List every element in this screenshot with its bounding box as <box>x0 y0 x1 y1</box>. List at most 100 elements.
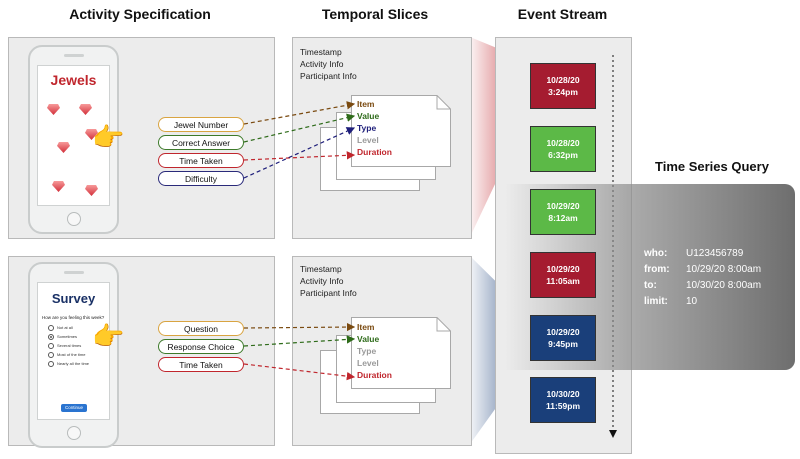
phone-home-button <box>66 212 81 226</box>
slice-field-item: Item <box>357 99 375 109</box>
survey-slice-fields: Item Value Type Level Duration <box>357 321 392 381</box>
event-date: 10/29/20 <box>546 201 580 211</box>
survey-option-label: Sometimes <box>57 334 78 340</box>
survey-option-label: Most of the time <box>57 352 86 358</box>
slice-meta-activity-info: Activity Info <box>300 59 344 69</box>
arrow-question-to-item <box>243 322 356 332</box>
slice-field-duration: Duration <box>357 370 392 380</box>
event-box[interactable]: 10/29/20 9:45pm <box>530 315 596 361</box>
event-time: 8:12am <box>548 213 578 223</box>
survey-option[interactable]: Not at all <box>48 325 73 331</box>
phone-speaker <box>63 271 84 274</box>
slice-meta-participant-info: Participant Info <box>300 71 357 81</box>
jewels-screen: Jewels <box>37 65 110 206</box>
radio-icon <box>48 325 54 331</box>
phone-speaker <box>63 54 84 57</box>
field-question: Question <box>158 321 244 336</box>
slice-field-type: Type <box>357 123 377 133</box>
header-event-stream: Event Stream <box>517 6 608 22</box>
survey-title: Survey <box>51 291 96 306</box>
field-time-taken: Time Taken <box>158 357 244 372</box>
slice-field-item: Item <box>357 322 375 332</box>
pointing-hand-icon: 👉 <box>92 321 125 351</box>
jewels-title: Jewels <box>50 72 97 88</box>
event-time: 11:59pm <box>545 401 581 411</box>
slice-field-level: Level <box>357 135 379 145</box>
arrow-jewel-number-to-item <box>243 101 356 125</box>
survey-option[interactable]: Nearly all the time <box>48 361 89 367</box>
radio-icon <box>48 361 54 367</box>
field-difficulty: Difficulty <box>158 171 244 186</box>
event-time: 6:32pm <box>548 150 578 160</box>
arrow-time-taken-to-duration <box>243 363 356 381</box>
survey-question: How are you feeling this week? <box>42 315 105 320</box>
jewels-slice-fields: Item Value Type Level Duration <box>357 98 392 158</box>
slice-meta-activity-info: Activity Info <box>300 276 344 286</box>
survey-option[interactable]: Several times <box>48 343 81 349</box>
header-activity-specification: Activity Specification <box>69 6 211 22</box>
event-time: 3:24pm <box>548 87 578 97</box>
survey-option-label: Not at all <box>57 325 73 331</box>
event-box[interactable]: 10/29/20 8:12am <box>530 189 596 235</box>
jewels-phone: Jewels <box>28 45 119 234</box>
query-key-to: to: <box>644 280 657 291</box>
arrow-difficulty-to-type <box>243 127 356 179</box>
field-time-taken: Time Taken <box>158 153 244 168</box>
field-response-choice: Response Choice <box>158 339 244 354</box>
slice-meta-timestamp: Timestamp <box>300 47 342 57</box>
phone-home-button <box>66 426 81 440</box>
query-value-to: 10/30/20 8:00am <box>686 280 762 291</box>
slice-field-type: Type <box>357 346 377 356</box>
gem-icon <box>79 104 92 115</box>
event-date: 10/29/20 <box>546 264 580 274</box>
header-temporal-slices: Temporal Slices <box>321 6 429 22</box>
event-box[interactable]: 10/28/20 3:24pm <box>530 63 596 109</box>
event-box[interactable]: 10/30/20 11:59pm <box>530 377 596 423</box>
radio-icon <box>48 352 54 358</box>
slice-meta-timestamp: Timestamp <box>300 264 342 274</box>
survey-option[interactable]: Most of the time <box>48 352 85 358</box>
survey-screen: Survey How are you feeling this week? No… <box>37 282 110 420</box>
survey-phone: Survey How are you feeling this week? No… <box>28 262 119 448</box>
arrow-correct-answer-to-value <box>243 113 356 143</box>
slice-field-value: Value <box>357 111 380 121</box>
query-value-limit: 10 <box>686 296 698 307</box>
event-time: 9:45pm <box>548 339 578 349</box>
slice-meta-participant-info: Participant Info <box>300 288 357 298</box>
survey-option-label: Several times <box>57 343 82 349</box>
query-value-from: 10/29/20 8:00am <box>686 264 762 275</box>
field-jewel-number: Jewel Number <box>158 117 244 132</box>
survey-slice-meta: Timestamp Activity Info Participant Info <box>300 263 357 299</box>
field-correct-answer: Correct Answer <box>158 135 244 150</box>
survey-option[interactable]: Sometimes <box>48 334 77 340</box>
event-time: 11:05am <box>546 276 580 286</box>
gem-icon <box>57 142 70 153</box>
event-box[interactable]: 10/28/20 6:32pm <box>530 126 596 172</box>
gem-icon <box>85 129 98 140</box>
event-box[interactable]: 10/29/20 11:05am <box>530 252 596 298</box>
gem-icon <box>85 185 98 196</box>
query-values: U123456789 10/29/20 8:00am 10/30/20 8:00… <box>686 246 761 310</box>
query-key-from: from: <box>644 264 670 275</box>
query-value-who: U123456789 <box>686 248 744 259</box>
event-date: 10/28/20 <box>546 138 580 148</box>
query-key-limit: limit: <box>644 296 668 307</box>
event-date: 10/29/20 <box>546 327 580 337</box>
gem-icon <box>47 104 60 115</box>
slice-field-level: Level <box>357 358 379 368</box>
query-key-who: who: <box>644 248 668 259</box>
arrow-time-taken-to-duration <box>243 151 356 161</box>
pointing-hand-icon: 👉 <box>92 122 125 152</box>
radio-icon <box>48 343 54 349</box>
query-title: Time Series Query <box>655 159 769 174</box>
continue-button[interactable]: Continue <box>61 404 87 412</box>
survey-option-label: Nearly all the time <box>57 361 90 367</box>
gem-icon <box>52 181 65 192</box>
query-keys: who: from: to: limit: <box>644 246 670 310</box>
event-date: 10/28/20 <box>546 75 580 85</box>
arrow-response-choice-to-value <box>243 335 356 347</box>
slice-field-value: Value <box>357 334 380 344</box>
